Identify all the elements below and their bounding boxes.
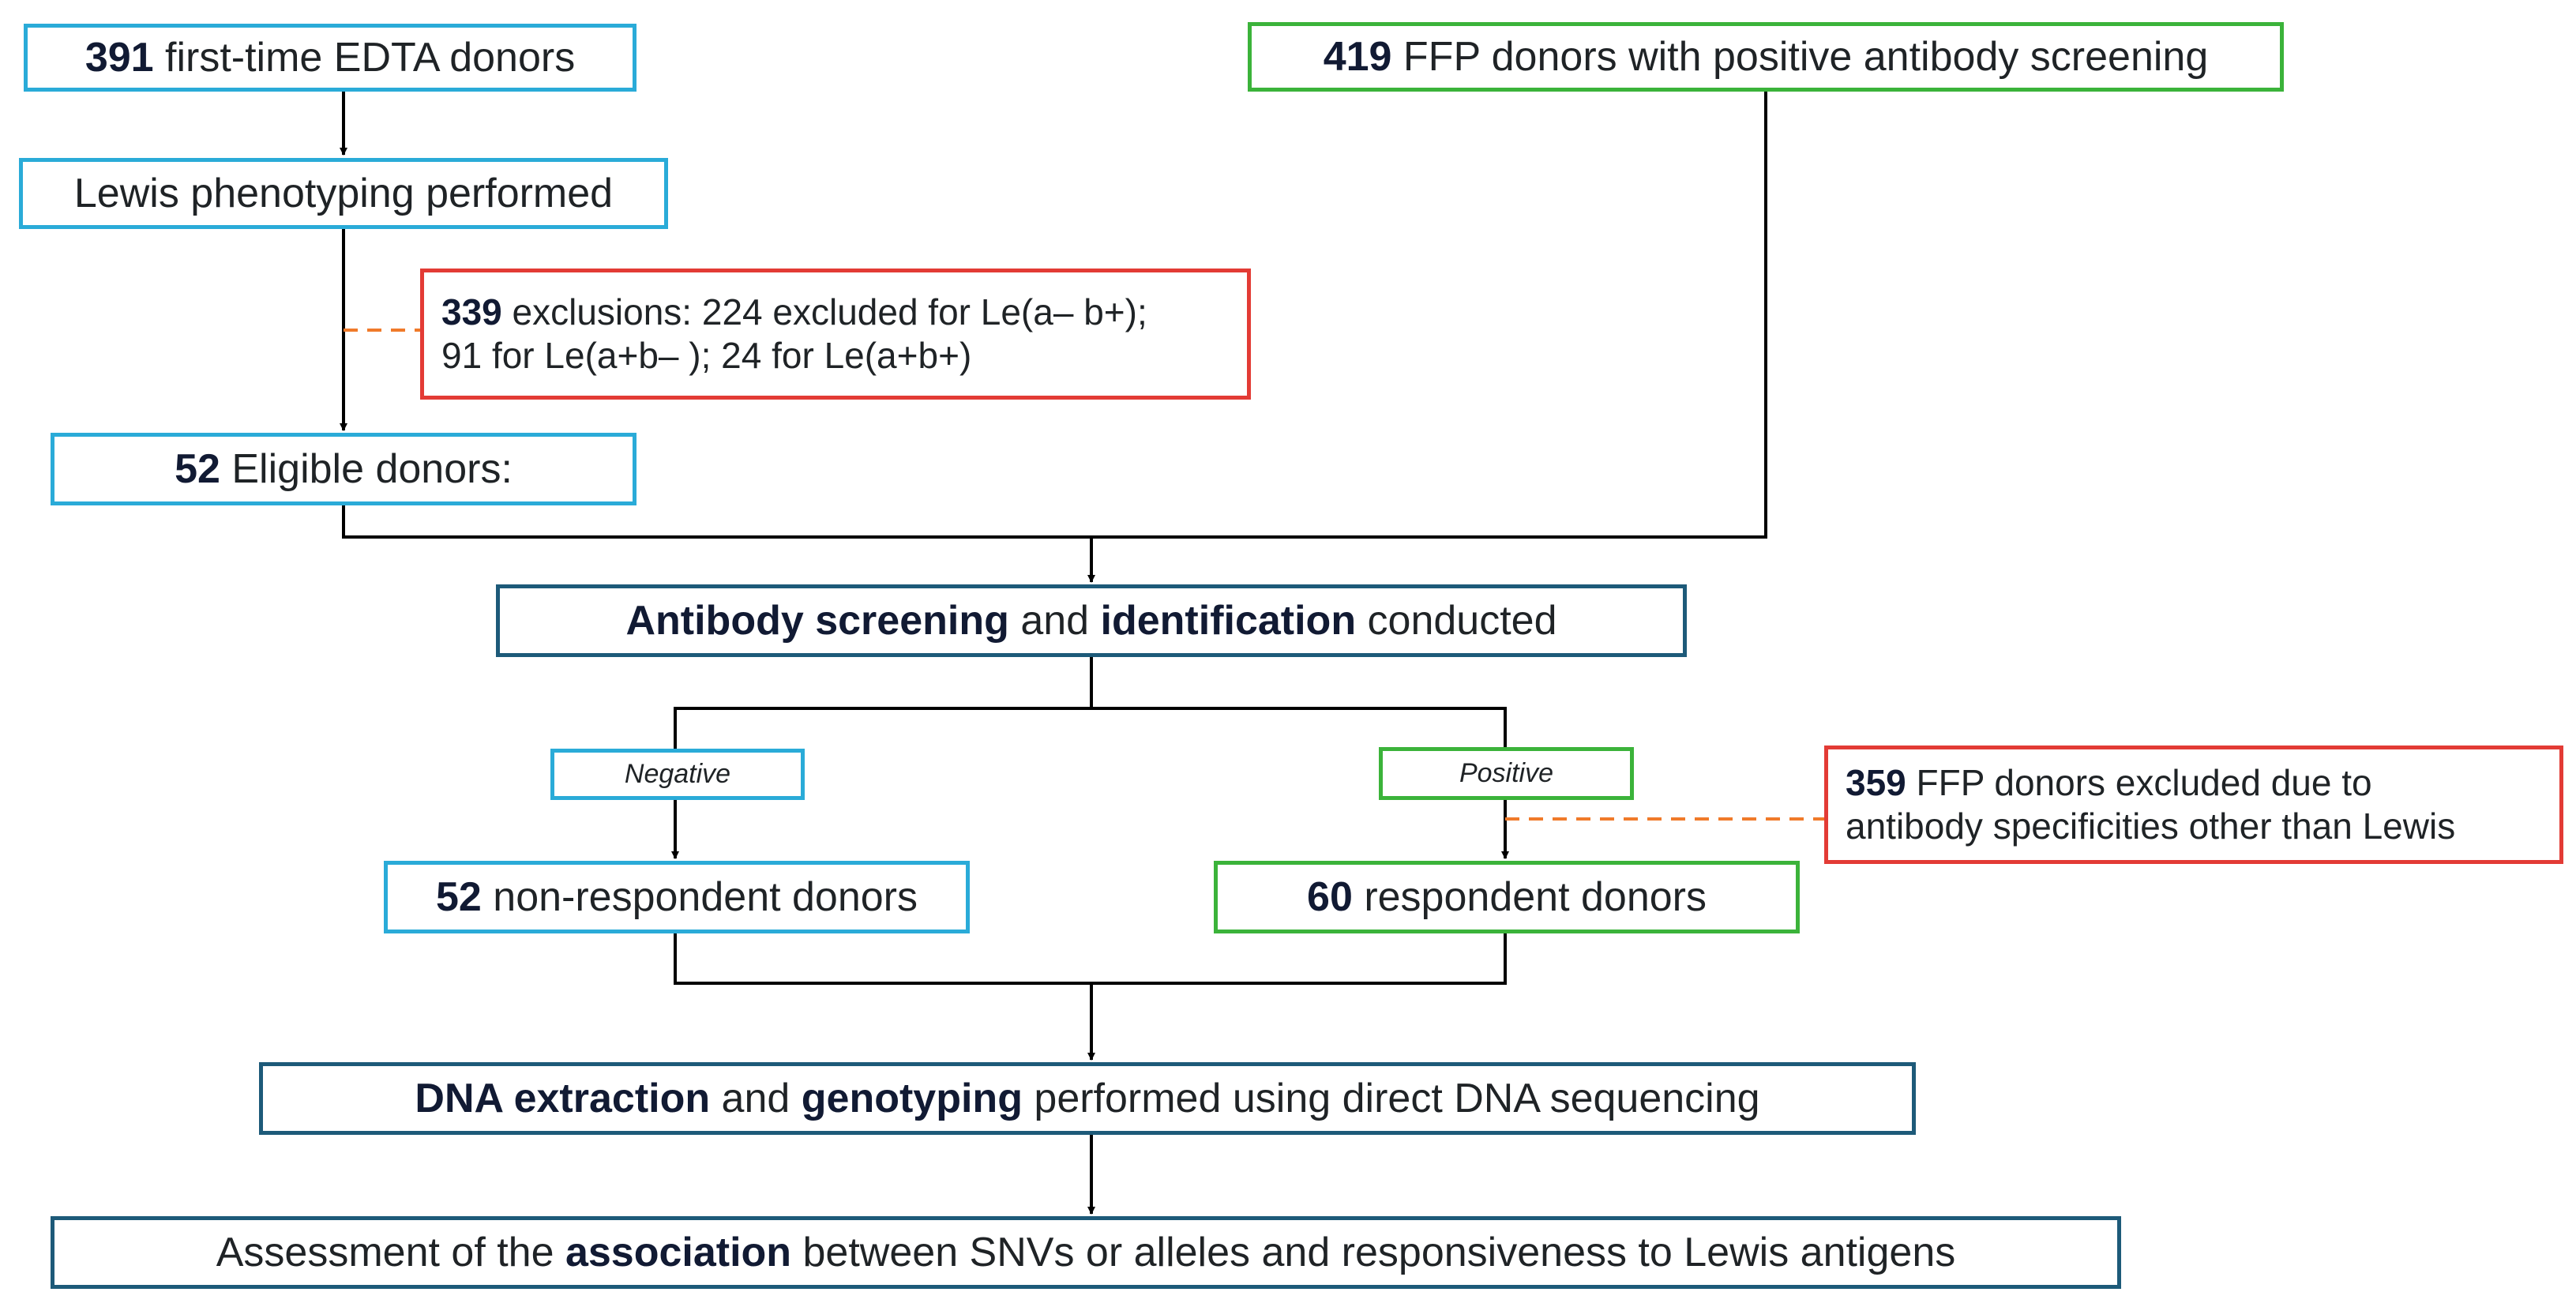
ffp-excluded-count: 359 <box>1846 761 1906 803</box>
line-screening-split <box>674 657 1093 749</box>
respondent-count: 60 <box>1307 873 1353 920</box>
negative-label: Negative <box>624 759 731 790</box>
ffp-count: 419 <box>1323 33 1392 80</box>
exclusions-count: 339 <box>441 291 502 332</box>
box-non-respondent-donors: 52 non-respondent donors <box>384 861 970 933</box>
assessment-text-2: between SNVs or alleles and responsivene… <box>791 1229 1956 1275</box>
respondent-text: respondent donors <box>1352 873 1707 920</box>
nonrespondent-text: non-respondent donors <box>481 873 918 920</box>
box-positive: Positive <box>1379 747 1634 800</box>
screening-text-1: and <box>1008 597 1101 644</box>
assessment-text-1: Assessment of the <box>216 1229 565 1275</box>
lewis-text: Lewis phenotyping performed <box>73 170 614 216</box>
edta-count: 391 <box>84 34 154 81</box>
dna-text-1: and <box>710 1075 802 1121</box>
exclusions-line2: 91 for Le(a+b– ); 24 for Le(a+b+) <box>441 335 972 376</box>
edta-text: first-time EDTA donors <box>153 34 576 81</box>
ffp-text: FFP donors with positive antibody screen… <box>1391 33 2209 80</box>
assessment-bold-1: association <box>565 1229 792 1275</box>
box-eligible-donors: 52 Eligible donors: <box>51 433 636 505</box>
line-eligible-merge <box>342 91 1767 539</box>
box-first-time-edta-donors: 391 first-time EDTA donors <box>24 24 636 92</box>
box-dna-extraction: DNA extraction and genotyping performed … <box>259 1062 1916 1135</box>
positive-label: Positive <box>1459 758 1554 789</box>
dna-bold-1: DNA extraction <box>415 1075 711 1121</box>
eligible-text: Eligible donors: <box>220 445 513 492</box>
eligible-count: 52 <box>175 445 220 492</box>
box-ffp-excluded: 359 FFP donors excluded due to antibody … <box>1824 746 2563 864</box>
box-respondent-donors: 60 respondent donors <box>1214 861 1800 933</box>
box-lewis-phenotyping: Lewis phenotyping performed <box>19 158 668 229</box>
box-ffp-donors-positive-screening: 419 FFP donors with positive antibody sc… <box>1248 22 2284 92</box>
ffp-excluded-line2: antibody specificities other than Lewis <box>1846 806 2456 847</box>
dna-text-2: performed using direct DNA sequencing <box>1022 1075 1760 1121</box>
ffp-excluded-line1: FFP donors excluded due to <box>1906 761 2372 803</box>
exclusions-line1: exclusions: 224 excluded for Le(a– b+); <box>501 291 1147 332</box>
dna-bold-2: genotyping <box>801 1075 1023 1121</box>
screening-bold-1: Antibody screening <box>625 597 1009 644</box>
nonrespondent-count: 52 <box>435 873 482 920</box>
box-negative: Negative <box>550 749 805 800</box>
screening-bold-2: identification <box>1100 597 1357 644</box>
screening-text-2: conducted <box>1356 597 1557 644</box>
line-respondents-merge <box>674 933 1507 985</box>
box-antibody-screening: Antibody screening and identification co… <box>496 584 1687 657</box>
box-assessment: Assessment of the association between SN… <box>51 1216 2121 1289</box>
line-screening-split-right <box>1091 707 1507 749</box>
box-exclusions: 339 exclusions: 224 excluded for Le(a– b… <box>420 269 1251 400</box>
